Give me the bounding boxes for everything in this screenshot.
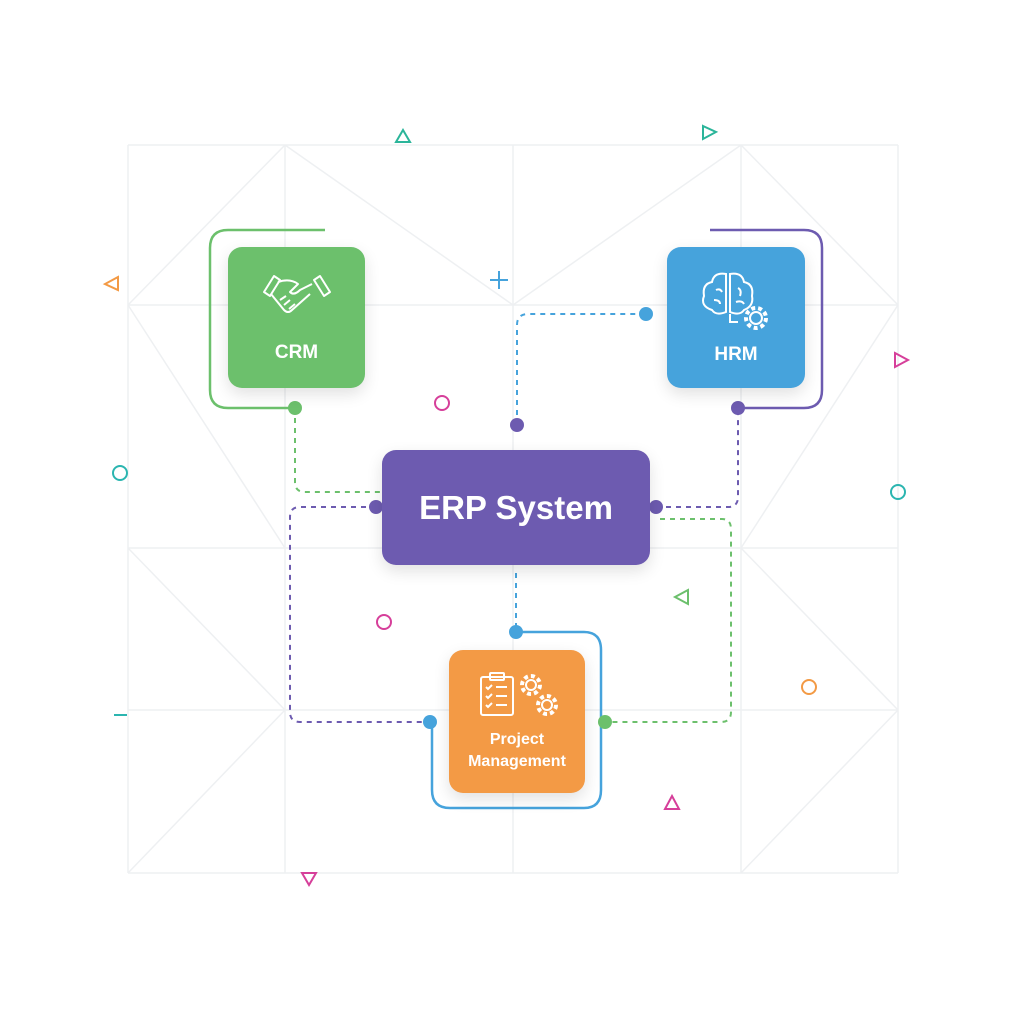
triangle-decoration [672,588,689,606]
triangle-decoration [394,128,412,143]
pm-label: Project Management [468,729,566,773]
connector-crm-erp [294,408,382,493]
triangle-decoration [663,793,681,810]
circle-decoration [112,465,128,481]
connector-dot [288,401,302,415]
connector-dot [369,500,383,514]
connector-dot [598,715,612,729]
connector-dot [423,715,437,729]
circle-decoration [376,614,392,630]
connector-dot [509,625,523,639]
triangle-decoration [102,275,119,292]
connector-erp-hrm-right [656,408,739,508]
hrm-bracket [710,228,824,410]
background-grid [127,144,899,874]
crm-label: CRM [274,341,319,363]
connector-dot [510,418,524,432]
clipboard-gears-icon [480,671,558,716]
pm-label-line1: Project [489,730,545,748]
connector-dot [639,307,653,321]
connector-dot [731,401,745,415]
circle-decoration [890,484,906,500]
connector-dot [649,500,663,514]
handshake-icon [262,274,331,313]
connector-erp-pm-left [289,506,430,723]
crm-bracket [208,228,325,410]
connector-erp-hrm-top [516,313,646,425]
connector-erp-pm-right [605,518,732,723]
circle-decoration [434,395,450,411]
plus-decoration [490,271,508,289]
pm-label-line2: Management [468,752,566,770]
triangle-decoration [702,124,719,141]
erp-title: ERP System [419,488,613,526]
brain-gear-icon [702,272,768,330]
hrm-module[interactable]: HRM [667,247,805,388]
crm-module[interactable]: CRM [228,247,365,388]
hrm-label: HRM [714,343,758,365]
pm-bracket [430,630,603,810]
project-management-module[interactable]: Project Management [449,650,585,793]
circle-decoration [801,679,817,695]
triangle-decoration [300,872,318,887]
triangle-decoration [894,351,911,369]
erp-system-hub[interactable]: ERP System [382,450,650,565]
